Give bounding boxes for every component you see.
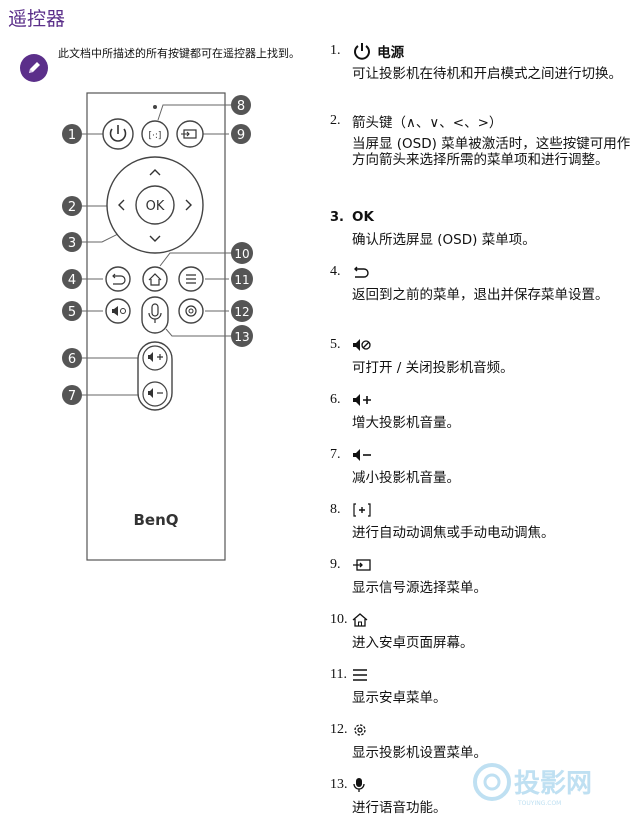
source-icon — [352, 558, 372, 572]
remote-illustration: [·:] OK BenQ 1 2 3 4 5 6 7 8 9 10 1 — [62, 92, 253, 561]
svg-text:1: 1 — [68, 128, 76, 143]
svg-text:11: 11 — [234, 273, 249, 287]
svg-text:12: 12 — [234, 305, 249, 319]
volume-down-icon — [352, 448, 372, 462]
list-item: 6. 增大投影机音量。 — [330, 392, 460, 431]
svg-text:[·:]: [·:] — [149, 131, 162, 141]
callout-10 — [231, 242, 253, 264]
arrow-left-icon — [118, 199, 125, 211]
settings-icon — [352, 722, 368, 738]
callout-8 — [231, 95, 251, 115]
home-button — [142, 266, 168, 292]
arrow-up-icon — [149, 169, 161, 176]
svg-text:8: 8 — [237, 99, 245, 114]
svg-text:投影网: 投影网 — [514, 769, 592, 799]
arrow-down-icon — [149, 235, 161, 242]
focus-icon — [352, 503, 372, 517]
svg-text:7: 7 — [68, 389, 76, 404]
mic-icon — [352, 777, 366, 793]
volume-up-button — [142, 345, 168, 371]
callout-9 — [231, 124, 251, 144]
list-item: 4. 返回到之前的菜单，退出并保存菜单设置。 — [330, 264, 609, 303]
callout-4 — [62, 269, 82, 289]
ir-indicator — [153, 105, 157, 109]
callout-5 — [62, 301, 82, 321]
callout-1 — [62, 124, 82, 144]
mute-icon — [352, 338, 372, 352]
callout-11 — [231, 268, 253, 290]
callout-2 — [62, 196, 82, 216]
ok-label: OK — [146, 199, 165, 214]
page-title: 遥控器 — [8, 8, 66, 30]
list-item: 10. 进入安卓页面屏幕。 — [330, 612, 474, 651]
list-item: 11. 显示安卓菜单。 — [330, 667, 447, 706]
callout-13 — [231, 325, 253, 347]
list-item: 8. 进行自动动调焦或手动电动调焦。 — [330, 502, 555, 541]
list-item: 5. 可打开 / 关闭投影机音频。 — [330, 337, 514, 376]
focus-button — [141, 120, 169, 148]
list-item: 9. 显示信号源选择菜单。 — [330, 557, 487, 596]
volume-down-button — [142, 381, 168, 407]
menu-icon — [352, 668, 368, 682]
note-text: 此文档中所描述的所有按键都可在遥控器上找到。 — [58, 47, 300, 60]
svg-text:13: 13 — [234, 330, 249, 344]
list-item: 13. 进行语音功能。 — [330, 777, 447, 816]
arrow-right-icon — [185, 199, 192, 211]
mic-button — [141, 296, 169, 334]
brand-logo: BenQ — [133, 511, 178, 529]
svg-text:4: 4 — [68, 273, 76, 288]
power-icon — [352, 41, 372, 61]
svg-text:6: 6 — [68, 352, 76, 367]
ok-button — [135, 185, 175, 225]
source-button — [176, 120, 204, 148]
svg-text:10: 10 — [234, 247, 249, 261]
home-icon — [352, 613, 368, 627]
list-item: 1. 电源 可让投影机在待机和开启模式之间进行切换。 — [330, 41, 622, 82]
watermark-logo: 投影网 TOUYING.COM — [473, 763, 592, 807]
svg-text:9: 9 — [237, 128, 245, 143]
svg-text:3: 3 — [68, 236, 76, 251]
back-button — [105, 266, 131, 292]
svg-text:2: 2 — [68, 200, 76, 215]
volume-up-icon — [352, 393, 372, 407]
back-icon — [352, 265, 370, 279]
settings-button — [178, 298, 204, 324]
button-list: 1. 电源 可让投影机在待机和开启模式之间进行切换。 2.箭头键（∧、∨、<、>… — [330, 40, 635, 824]
list-item: 2.箭头键（∧、∨、<、>） 当屏显 (OSD) 菜单被激活时，这些按键可用作方… — [330, 113, 631, 168]
note-pencil-icon — [20, 54, 48, 82]
callout-12 — [231, 300, 253, 322]
svg-text:5: 5 — [68, 305, 76, 320]
callout-3 — [62, 232, 82, 252]
list-item: 7. 减小投影机音量。 — [330, 447, 460, 486]
svg-text:TOUYING.COM: TOUYING.COM — [517, 800, 561, 807]
callout-6 — [62, 348, 82, 368]
list-item: 3.OK 确认所选屏显 (OSD) 菜单项。 — [330, 209, 536, 248]
list-item: 12. 显示投影机设置菜单。 — [330, 722, 487, 761]
callout-7 — [62, 385, 82, 405]
